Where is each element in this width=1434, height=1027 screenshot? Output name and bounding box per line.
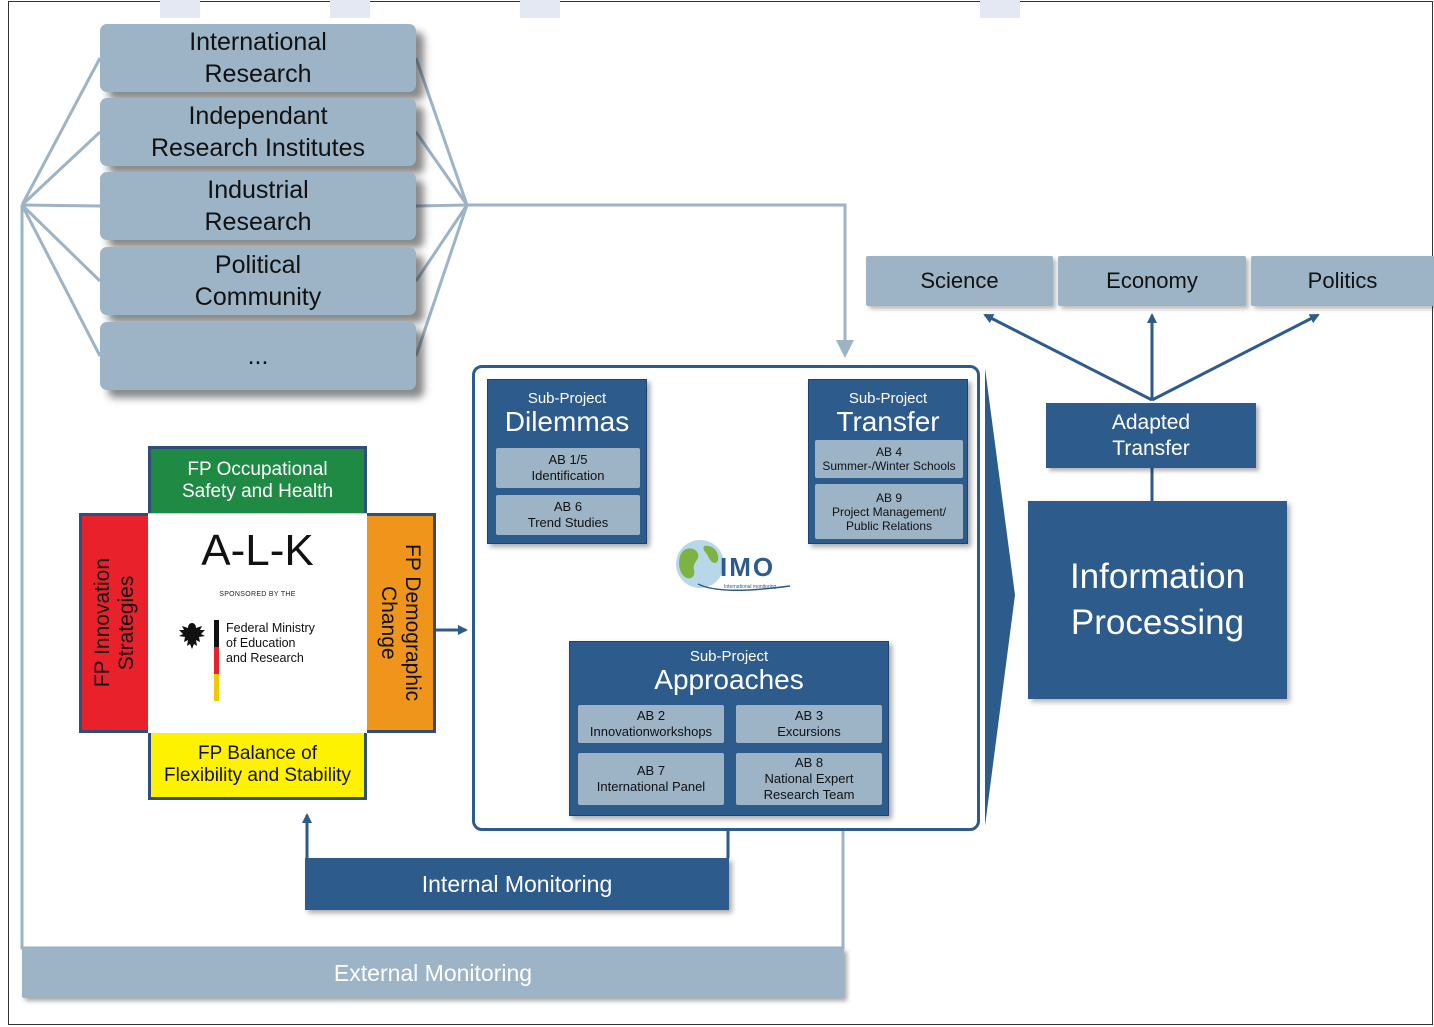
subproject-approaches: Sub-Project Approaches AB 2 Innovationwo… (569, 641, 889, 816)
subproject-title: Transfer (836, 406, 940, 437)
output-science: Science (866, 256, 1053, 306)
decor-band (520, 0, 560, 18)
decor-band (160, 0, 200, 18)
subproject-title: Approaches (654, 664, 804, 695)
fp-innovation-label: FP Innovation Strategies (91, 558, 138, 688)
information-processing-box: Information Processing (1028, 501, 1287, 699)
flag-black (214, 620, 219, 647)
output-politics: Politics (1251, 256, 1434, 306)
ab-item: AB 9 Project Management/ Public Relation… (815, 484, 963, 539)
fp-demographic-label: FP Demographic Change (377, 544, 424, 702)
fp-balance-flexibility: FP Balance of Flexibility and Stability (148, 730, 367, 800)
subproject-label: Sub-Project (689, 648, 769, 665)
imo-subtext: International monitoring (724, 584, 777, 590)
fp-demographic-change: FP Demographic Change (364, 513, 436, 733)
imo-globe-icon (676, 540, 791, 591)
ab-item: AB 6 Trend Studies (496, 495, 640, 535)
stack-item-ellipsis: ... (100, 322, 416, 390)
external-monitoring-bar: External Monitoring (22, 948, 844, 998)
internal-monitoring-bar: Internal Monitoring (305, 858, 729, 910)
stack-item-international-research: International Research (100, 24, 416, 92)
subproject-label: Sub-Project (527, 390, 607, 407)
ab-item: AB 7 International Panel (578, 753, 724, 805)
imo-text: IMO (720, 552, 776, 582)
adapted-transfer-box: Adapted Transfer (1046, 403, 1256, 468)
stack-item-political-community: Political Community (100, 247, 416, 315)
output-economy: Economy (1058, 256, 1246, 306)
subproject-title: Dilemmas (504, 406, 630, 437)
stack-item-independant-research-institutes: Independant Research Institutes (100, 98, 416, 166)
ab-item: AB 4 Summer-/Winter Schools (815, 440, 963, 478)
fp-occupational-safety: FP Occupational Safety and Health (148, 446, 367, 516)
ministry-name: Federal Ministry of Education and Resear… (226, 621, 315, 665)
subproject-dilemmas: Sub-Project Dilemmas AB 1/5 Identificati… (487, 379, 647, 544)
subproject-transfer: Sub-Project Transfer AB 4 Summer-/Winter… (808, 379, 968, 544)
imo-logo: IMO International monitoring (674, 538, 794, 600)
ab-item: AB 3 Excursions (736, 705, 882, 743)
ab-item: AB 2 Innovationworkshops (578, 705, 724, 743)
ab-item: AB 1/5 Identification (496, 448, 640, 488)
sponsored-label: SPONSORED BY THE (219, 591, 296, 598)
federal-eagle-icon (176, 620, 208, 652)
decor-band (330, 0, 370, 18)
subproject-label: Sub-Project (848, 390, 928, 407)
stack-item-industrial-research: Industrial Research (100, 172, 416, 240)
fp-innovation-strategies: FP Innovation Strategies (79, 513, 151, 733)
diagram-frame (8, 1, 1433, 1025)
alk-title: A-L-K (201, 526, 314, 575)
flag-gold (214, 674, 219, 701)
ab-item: AB 8 National Expert Research Team (736, 753, 882, 805)
alk-center: A-L-K SPONSORED BY THE Federal Ministry … (148, 513, 367, 733)
flag-red (214, 647, 219, 674)
decor-band (980, 0, 1020, 18)
